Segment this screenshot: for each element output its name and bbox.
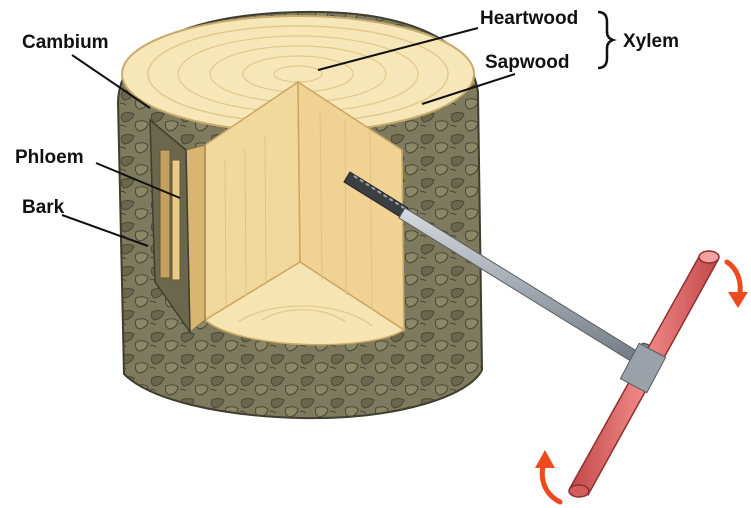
xylem-brace [598,12,613,68]
rotation-arrow-icon-lower [535,450,560,502]
label-bark: Bark [22,198,64,217]
label-xylem: Xylem [623,32,679,51]
label-phloem: Phloem [15,148,84,167]
label-heartwood: Heartwood [480,9,578,28]
rotation-arrow-icon [727,262,748,308]
label-cambium: Cambium [22,33,109,52]
label-sapwood: Sapwood [485,53,569,72]
